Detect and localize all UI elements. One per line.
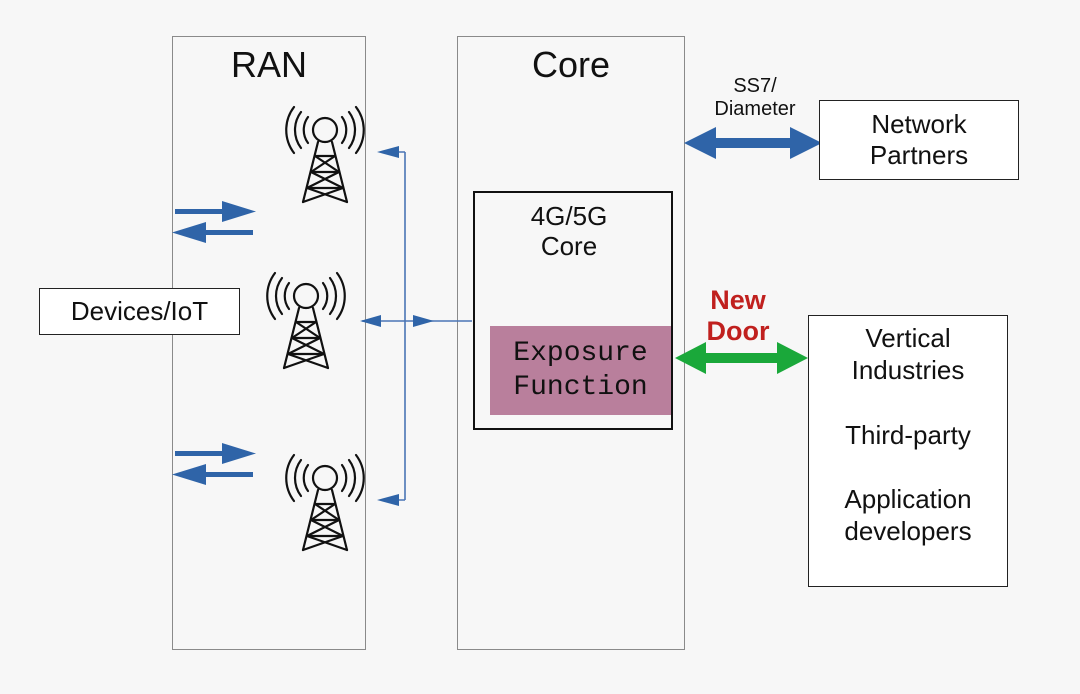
device-link-arrows-upper — [172, 201, 256, 243]
bus-arrowhead-left — [360, 315, 381, 327]
vertical-industries-label: Vertical Industries — [851, 323, 965, 385]
network-partners-box: Network Partners — [819, 100, 1019, 180]
core-title: Core — [531, 44, 611, 85]
new-door-label: New Door — [706, 285, 770, 347]
bus-arrowhead-top — [377, 146, 399, 158]
4g5g-core-box — [473, 191, 673, 430]
bus-arrowhead-right — [413, 315, 434, 327]
third-party-label: Third-party — [845, 420, 971, 450]
cell-tower-icon — [266, 271, 346, 370]
application-developers-label: Application developers — [844, 484, 972, 546]
device-link-arrows-lower — [172, 443, 256, 485]
devices-iot-label: Devices/IoT — [70, 296, 209, 326]
bus-arrowhead-bottom — [377, 494, 399, 506]
vertical-industries-box — [808, 315, 1008, 587]
cell-tower-icon — [285, 453, 365, 552]
network-partners-label: Network Partners — [869, 108, 969, 170]
ss7-double-arrow — [684, 127, 822, 159]
core-box — [457, 36, 685, 650]
4g5g-core-title: 4G/5G Core — [530, 201, 608, 261]
ran-title: RAN — [230, 44, 307, 85]
devices-iot-box: Devices/IoT — [39, 288, 240, 335]
ran-box — [172, 36, 366, 650]
ss7-diameter-label: SS7/ Diameter — [714, 75, 796, 120]
ran-core-bus — [360, 146, 472, 506]
exposure-function-block: Exposure Function — [490, 326, 671, 415]
exposure-function-label: Exposure Function — [513, 337, 648, 403]
new-door-double-arrow — [675, 342, 808, 374]
cell-tower-icon — [285, 105, 365, 204]
